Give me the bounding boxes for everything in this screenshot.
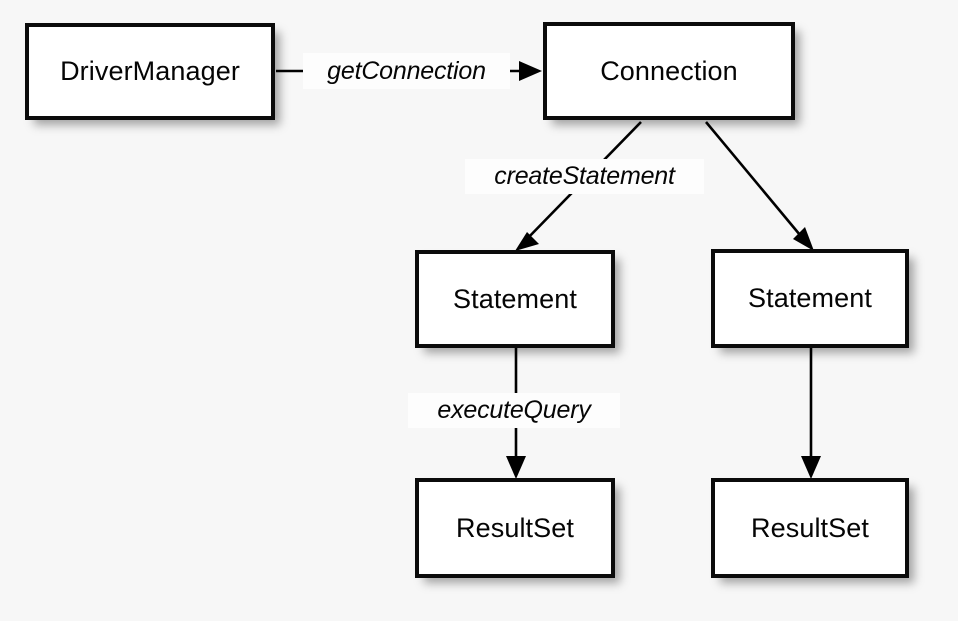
node-label-resultset-left: ResultSet xyxy=(456,512,574,543)
edge-create-statement-2 xyxy=(705,121,814,251)
edge-label-get-connection: getConnection xyxy=(303,53,510,89)
node-label-driver-manager: DriverManager xyxy=(60,56,240,86)
node-label-statement-left: Statement xyxy=(453,283,577,314)
node-label-connection: Connection xyxy=(600,55,738,86)
node-connection[interactable]: Connection xyxy=(543,22,795,120)
node-statement-right[interactable]: Statement xyxy=(711,249,909,348)
edge-label-text-get-connection: getConnection xyxy=(327,56,486,85)
node-driver-manager[interactable]: DriverManager xyxy=(25,23,275,120)
node-statement-left[interactable]: Statement xyxy=(415,250,615,348)
node-resultset-left[interactable]: ResultSet xyxy=(415,478,615,578)
edge-label-text-create-statement: createStatement xyxy=(494,162,675,190)
node-label-resultset-right: ResultSet xyxy=(751,512,869,543)
edge-label-create-statement: createStatement xyxy=(465,159,704,194)
edge-execute-query-2 xyxy=(801,348,821,479)
edge-label-execute-query: executeQuery xyxy=(408,393,620,428)
edge-label-text-execute-query: executeQuery xyxy=(437,396,591,424)
node-label-statement-right: Statement xyxy=(748,283,872,313)
node-resultset-right[interactable]: ResultSet xyxy=(711,478,909,578)
